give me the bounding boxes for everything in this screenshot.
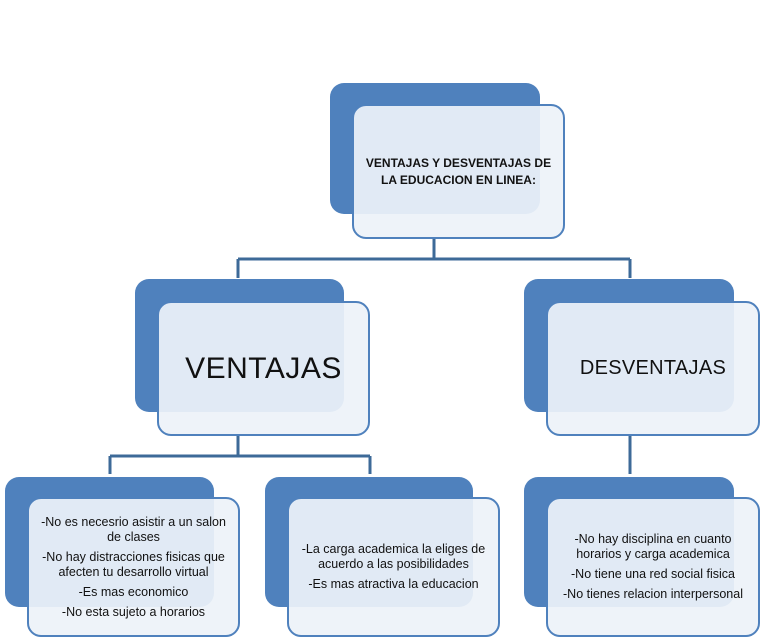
list-item: -Es mas atractiva la educacion: [308, 577, 479, 591]
list-item: -No hay distracciones fisicas que afecte…: [42, 549, 225, 579]
ventajas-node-label: VENTAJAS: [185, 351, 342, 385]
list-item: -No tiene una red social fisica: [571, 567, 735, 581]
list-item: -No hay disciplina en cuanto horarios y …: [574, 532, 732, 561]
root-node-label: VENTAJAS Y DESVENTAJAS DE LA EDUCACION E…: [365, 155, 552, 187]
desventajas-node-label: DESVENTAJAS: [579, 357, 727, 379]
list-item: -No es necesrio asistir a un salon de cl…: [41, 514, 226, 544]
ventajas-items-left-box: -No es necesrio asistir a un salon de cl…: [27, 497, 240, 637]
connector-ventajas-to-items: [108, 435, 372, 474]
desventajas-items-box: -No hay disciplina en cuanto horarios y …: [546, 497, 760, 637]
ventajas-items-right-box: -La carga academica la eliges de acuerdo…: [287, 497, 500, 637]
list-item: -Es mas economico: [78, 584, 189, 599]
desventajas-node-box: DESVENTAJAS: [546, 301, 760, 436]
connector-root-to-level1: [236, 238, 632, 278]
list-item: -No tienes relacion interpersonal: [563, 587, 743, 601]
list-item: -La carga academica la eliges de acuerdo…: [301, 542, 486, 571]
ventajas-node-box: VENTAJAS: [157, 301, 370, 436]
root-node-box: VENTAJAS Y DESVENTAJAS DE LA EDUCACION E…: [352, 104, 565, 239]
list-item: -No esta sujeto a horarios: [61, 604, 206, 619]
